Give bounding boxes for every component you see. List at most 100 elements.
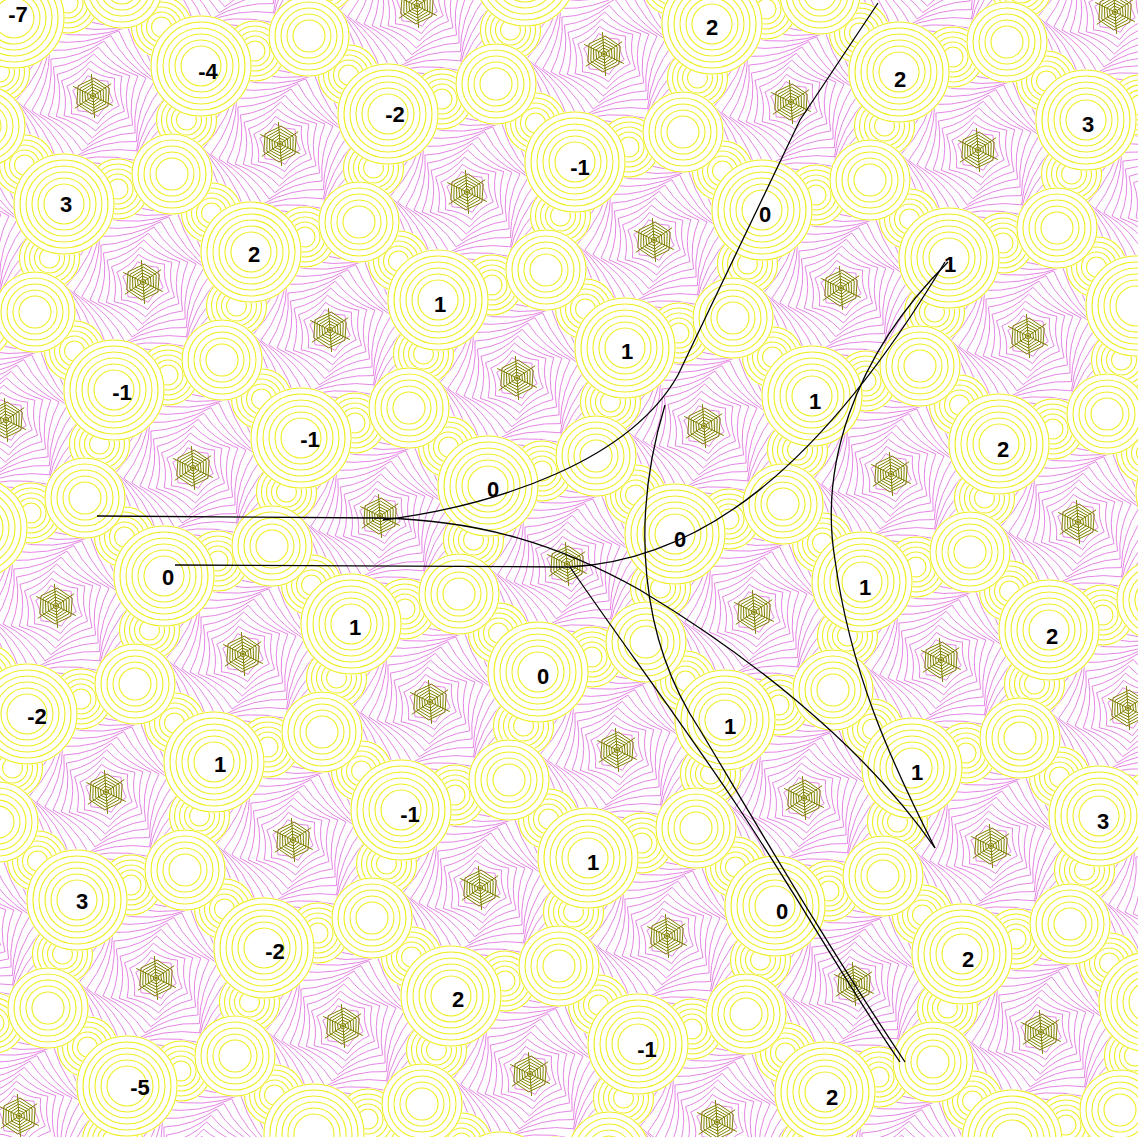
level-circle [151,836,219,904]
level-circle [873,46,925,98]
circle-ground [331,877,413,959]
level-circle [287,14,331,58]
web-line [997,301,1060,371]
level-circle [967,412,1031,476]
level-circle [911,220,987,296]
level-circle [344,890,400,946]
level-circle [27,850,127,950]
level-circle [182,320,262,400]
level-circle [163,848,207,892]
circle-ground [574,297,676,399]
level-circle [1066,100,1106,140]
level-circle [226,910,302,986]
web-line [404,674,456,729]
level-circle [456,454,520,518]
level-circle [444,442,532,530]
level-circle [319,182,399,262]
level-circle [992,1120,1032,1137]
web-line [173,448,213,489]
web-line [975,281,1081,391]
web-line [1021,1012,1061,1053]
circle-ground [861,717,963,819]
level-circle [151,16,251,116]
level-circle [188,326,256,394]
web-line [273,820,313,861]
level-circle [306,716,338,748]
level-circle [20,980,76,1036]
level-circle [743,874,807,938]
level-circle [132,134,212,214]
circle-ground [455,43,537,125]
level-circle [269,0,349,76]
level-circle [381,380,437,436]
web-line [354,488,406,543]
level-circle [1054,88,1118,152]
web-line [1108,688,1138,729]
level-circle [512,646,564,698]
web-line [933,101,1023,198]
level-circle [980,1108,1044,1137]
level-circle [0,272,75,352]
level-circle [412,274,464,326]
web-line [983,287,1073,384]
web-line [514,509,620,619]
circle-ground [387,249,489,351]
level-circle [594,1000,682,1088]
level-circle [899,208,999,308]
level-circle [662,0,762,74]
level-circle [256,530,288,562]
level-circle [730,178,794,242]
web-line [896,611,986,708]
level-circle [225,226,277,278]
web-line [701,557,807,667]
web-line [377,647,483,757]
circle-ground [1035,69,1137,171]
level-circle [281,418,321,458]
web-line [1058,502,1098,543]
circle-ground [1135,441,1138,543]
web-line [647,916,687,957]
level-circle [0,0,40,44]
web-line [148,419,238,516]
level-circle [219,1040,251,1072]
level-circle [57,880,97,920]
level-circle [481,752,537,808]
web-line [67,68,119,123]
level-circle [164,712,264,812]
web-line [162,433,225,503]
level-circle [288,1108,340,1137]
circle-ground [181,319,263,401]
level-circle [251,388,351,488]
level-circle [200,338,244,382]
level-circle [213,214,289,290]
web-line [310,310,350,351]
level-circle [0,1013,4,1033]
level-circle [780,364,844,428]
web-line [1078,0,1138,54]
web-line [938,791,1044,901]
level-circle [986,1114,1038,1137]
level-circle [1136,442,1138,542]
level-circle [568,838,608,878]
level-circle [905,214,993,302]
level-circle [812,532,912,632]
circle-ground [898,207,1000,309]
level-circle [181,46,221,86]
web-line [223,634,263,675]
circle-ground [468,739,550,821]
level-circle [543,950,575,982]
level-circle [451,1132,551,1137]
web-line [436,157,499,227]
web-line [591,722,643,777]
level-circle [419,964,483,1028]
circle-ground [661,0,763,75]
level-circle [618,1024,658,1064]
level-circle [842,562,882,602]
level-circle [195,1016,275,1096]
level-circle [818,538,906,626]
level-circle [425,560,493,628]
level-circle [363,772,439,848]
circle-ground [26,849,128,951]
level-circle [250,524,294,568]
web-line [86,772,126,813]
